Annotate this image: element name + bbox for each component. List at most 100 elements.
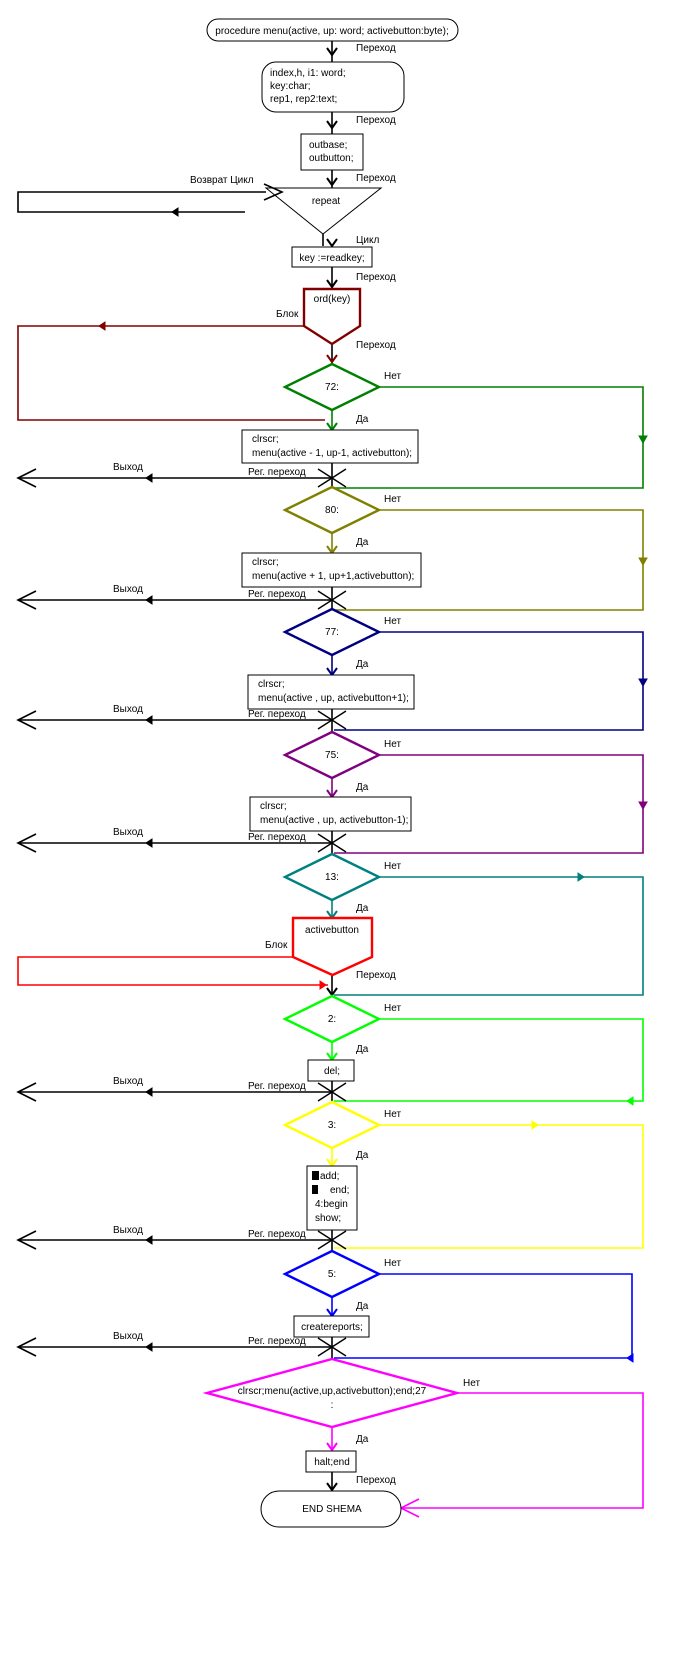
net-arrow-2: [626, 1096, 634, 1106]
exit-arrow: [145, 1235, 153, 1245]
action-box-a2: [307, 1059, 355, 1082]
case-label: 77:: [325, 627, 339, 638]
net-arrow-3: [531, 1120, 539, 1130]
exit-big-arrow: [16, 833, 37, 853]
label-perehod-4: Переход: [356, 272, 396, 283]
label-vyhod: Выход: [113, 827, 143, 838]
net-path-13: [334, 876, 644, 996]
exit-big-arrow: [16, 468, 37, 488]
label-da: Да: [356, 1434, 369, 1445]
label-net: Нет: [384, 861, 401, 872]
case-d75-diamond: [282, 730, 382, 780]
block-ord-arrow: [98, 321, 106, 331]
label-da: Да: [356, 1301, 369, 1312]
label-reg: Рег. переход: [248, 1081, 306, 1092]
arrow-end: [326, 1482, 338, 1492]
junction-cross: [317, 710, 347, 730]
activebutton-text: activebutton: [305, 925, 359, 936]
case-activebutton-block: [291, 916, 374, 977]
readkey-box: [291, 246, 373, 268]
case-label: 80:: [325, 505, 339, 516]
flowchart-shapes: [16, 18, 648, 1528]
action-line: menu(active , up, activebutton-1);: [260, 815, 408, 826]
label-reg: Рег. переход: [248, 1336, 306, 1347]
net-path-last: [401, 1392, 644, 1509]
label-perehod-1: Переход: [356, 43, 396, 54]
exit-arrow: [145, 1087, 153, 1097]
action-line: menu(active + 1, up+1,activebutton);: [252, 571, 414, 582]
arrow-repeat: [326, 177, 338, 187]
label-net: Нет: [384, 494, 401, 505]
case-d5-diamond: [282, 1249, 382, 1299]
bar-glyph: [312, 1185, 318, 1194]
label-vyhod: Выход: [113, 704, 143, 715]
net-path-5: [334, 1273, 633, 1359]
label-vyhod: Выход: [113, 1225, 143, 1236]
exit-arrow: [145, 595, 153, 605]
action-line: createreports;: [301, 1322, 363, 1333]
label-blok-2: Блок: [265, 940, 288, 951]
label-net: Нет: [384, 1109, 401, 1120]
vars-line: key:char;: [270, 81, 311, 92]
exit-arrow: [145, 1342, 153, 1352]
label-net: Нет: [384, 739, 401, 750]
case-label: clrscr;menu(active,up,activebutton);end;…: [238, 1386, 427, 1397]
net-arrow: [638, 557, 648, 567]
bar-glyph: [312, 1171, 319, 1180]
label-perehod-2: Переход: [356, 115, 396, 126]
action-box-a75: [249, 796, 412, 832]
case-label: 75:: [325, 750, 339, 761]
junction-cross: [317, 468, 347, 488]
action-line: clrscr;: [252, 557, 279, 568]
action-box-a72: [241, 429, 419, 464]
case-label: :: [331, 1400, 334, 1411]
repeat-loop-shape: [264, 187, 383, 235]
action-line: clrscr;: [260, 801, 287, 812]
label-reg: Рег. переход: [248, 589, 306, 600]
case-label: 5:: [328, 1269, 336, 1280]
case-d80-diamond: [282, 485, 382, 535]
junction-cross: [317, 1082, 347, 1102]
action-box-a77: [247, 674, 415, 710]
label-reg: Рег. переход: [248, 1229, 306, 1240]
junction-cross: [317, 1230, 347, 1250]
vars-box: [261, 61, 405, 113]
exit-arrow: [145, 473, 153, 483]
action-box-a80: [241, 552, 422, 588]
arrow-vars: [326, 47, 338, 57]
label-perehod-6: Переход: [356, 970, 396, 981]
loop-return-arrow: [171, 207, 179, 217]
label-blok-1: Блок: [276, 309, 299, 320]
init-box: [300, 133, 364, 171]
repeat-text: repeat: [312, 196, 341, 207]
init-line: outbutton;: [309, 153, 353, 164]
label-da: Да: [356, 659, 369, 670]
label-da: Да: [356, 782, 369, 793]
net-arrow: [638, 801, 648, 811]
junction-cross: [317, 590, 347, 610]
init-line: outbase;: [309, 140, 347, 151]
action-line: 4:begin: [315, 1199, 348, 1210]
exit-big-arrow: [16, 710, 37, 730]
action-line: menu(active - 1, up-1, activebutton);: [252, 448, 412, 459]
label-reg: Рег. переход: [248, 467, 306, 478]
label-net: Нет: [384, 371, 401, 382]
net-arrow-13: [577, 872, 585, 882]
label-da: Да: [356, 903, 369, 914]
label-vozvrat: Возврат Цикл: [190, 175, 254, 186]
action-line: clrscr;: [252, 434, 279, 445]
label-da: Да: [356, 1150, 369, 1161]
label-perehod-5: Переход: [356, 340, 396, 351]
da-arrow-last: [326, 1442, 338, 1452]
action-line: del;: [324, 1066, 340, 1077]
arrow-ord: [326, 279, 338, 289]
case-label: 13:: [325, 872, 339, 883]
loop-return-line: [17, 191, 266, 213]
action-line: menu(active , up, activebutton+1);: [258, 693, 409, 704]
readkey-text: key :=readkey;: [299, 253, 364, 264]
vars-line: rep1, rep2:text;: [270, 94, 337, 105]
label-da: Да: [356, 1044, 369, 1055]
flowchart-labels: procedure menu(active, up: word; activeb…: [113, 26, 480, 1515]
label-net: Нет: [384, 1003, 401, 1014]
case-d3-diamond: [282, 1100, 382, 1150]
